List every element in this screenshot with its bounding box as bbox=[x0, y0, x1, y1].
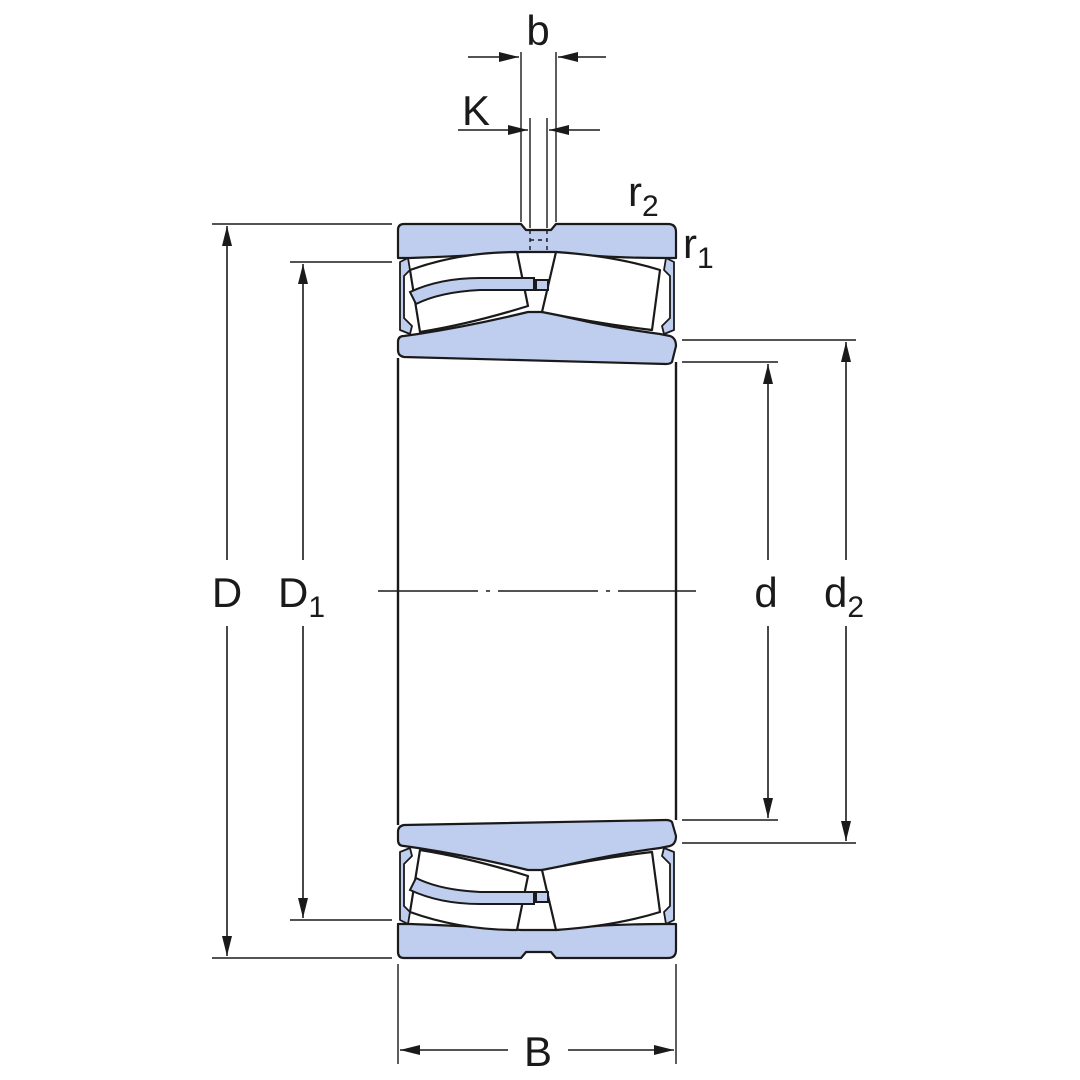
label-b: b bbox=[526, 7, 549, 54]
seal-bottom-right bbox=[661, 847, 675, 925]
dimension-labels: b K r2 r1 D D1 d d2 B bbox=[212, 7, 864, 1075]
bottom-bearing-section bbox=[396, 818, 678, 960]
dimension-lines bbox=[222, 52, 851, 1055]
label-r1: r1 bbox=[683, 220, 714, 275]
label-K: K bbox=[462, 87, 490, 134]
guide-ring-bottom bbox=[535, 891, 549, 903]
inner-ring-bottom bbox=[396, 818, 678, 872]
roller-bottom-right bbox=[540, 850, 662, 932]
outer-ring-top bbox=[396, 222, 678, 260]
top-bearing-section bbox=[396, 222, 678, 366]
cage-bottom bbox=[408, 876, 535, 905]
guide-ring-top bbox=[535, 279, 549, 291]
seal-top-left bbox=[399, 257, 413, 335]
label-d2: d2 bbox=[824, 569, 864, 624]
label-d: d bbox=[754, 569, 777, 616]
label-r2: r2 bbox=[628, 168, 659, 223]
seal-bottom-left bbox=[399, 847, 413, 925]
lubrication-hole-top bbox=[529, 230, 548, 252]
roller-top-left bbox=[408, 250, 530, 334]
outer-ring-bottom bbox=[396, 922, 678, 960]
extension-lines bbox=[212, 52, 856, 1064]
seal-top-right bbox=[661, 257, 675, 335]
label-D1: D1 bbox=[278, 569, 325, 624]
label-D: D bbox=[212, 569, 242, 616]
roller-top-right bbox=[540, 250, 662, 332]
inner-ring-top bbox=[396, 310, 678, 366]
roller-bottom-left bbox=[408, 848, 530, 932]
cage-top bbox=[408, 277, 535, 306]
label-B: B bbox=[524, 1028, 552, 1075]
